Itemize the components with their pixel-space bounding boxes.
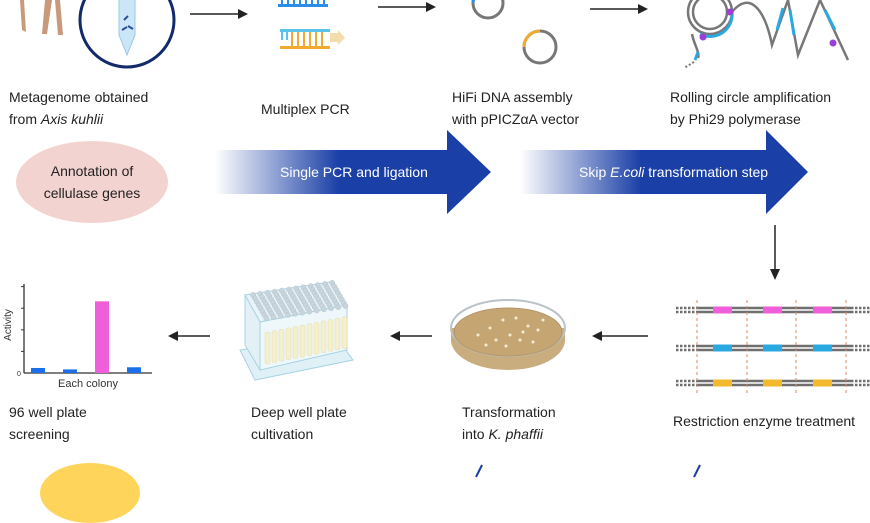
culture-tube — [327, 319, 334, 352]
step-deep-well-label: Deep well plate cultivation — [251, 401, 347, 445]
gene-insert — [813, 379, 832, 387]
metagenome-line1: Metagenome obtained — [9, 89, 149, 105]
gene-insert — [813, 306, 832, 314]
arrow2-suffix: transformation step — [644, 164, 769, 180]
host-species: K. phaffii — [488, 426, 543, 442]
culture-tube — [264, 331, 271, 365]
big-arrow-1-text: Single PCR and ligation — [280, 164, 428, 180]
well — [335, 304, 342, 310]
petri-dish-icon — [450, 299, 566, 370]
dna-strand-2 — [676, 344, 870, 352]
rca-line1: Rolling circle amplification — [670, 89, 832, 105]
culture-tube — [320, 320, 327, 354]
rca-line2: by Phi29 polymerase — [670, 111, 801, 127]
culture-tube — [334, 317, 341, 351]
culture-tube — [313, 321, 320, 355]
plasmid-icon — [471, 0, 558, 65]
bar-3 — [95, 301, 109, 373]
gene-insert — [813, 344, 832, 352]
culture-tube — [341, 316, 348, 349]
step-rca-label: Rolling circle amplification by Phi29 po… — [670, 86, 831, 130]
deep-well-line2: cultivation — [251, 426, 314, 442]
bar-2 — [63, 369, 77, 373]
well — [285, 311, 291, 318]
step-metagenome-label: Metagenome obtained from Axis kuhlii — [9, 86, 148, 130]
well — [292, 310, 298, 317]
step-hifi-label: HiFi DNA assembly with pPICZαA vector — [452, 86, 579, 130]
big-arrow-2 — [520, 130, 808, 214]
well — [313, 307, 320, 314]
dna-strand-1 — [676, 306, 870, 314]
deer-legs-icon — [20, 0, 63, 35]
screening-line1: 96 well plate — [9, 404, 87, 420]
step-screening-label: 96 well plate screening — [9, 401, 87, 445]
bar-1 — [31, 367, 45, 373]
restriction-dna-icon — [676, 300, 870, 395]
gene-insert — [763, 379, 782, 387]
step-transformation-label: Transformation into K. phaffii — [462, 401, 556, 445]
transformation-line1: Transformation — [462, 404, 556, 420]
culture-tube — [271, 330, 278, 363]
step-restriction-label: Restriction enzyme treatment — [673, 413, 856, 429]
species-name: Axis kuhlii — [40, 111, 104, 127]
metagenome-line2: from Axis kuhlii — [9, 108, 148, 130]
culture-tube — [292, 326, 299, 359]
arrow2-italic: E.coli — [610, 164, 645, 180]
gene-insert — [713, 306, 732, 314]
hifi-line1: HiFi DNA assembly — [452, 89, 573, 105]
well — [321, 306, 327, 313]
arrow2-prefix: Skip — [579, 164, 611, 180]
screening-line2: screening — [9, 426, 70, 442]
gene-insert — [713, 379, 732, 387]
culture-tube — [278, 328, 285, 362]
well — [342, 303, 349, 309]
culture-tube — [285, 327, 292, 361]
culture-tube — [299, 324, 306, 358]
annotation-ellipse: Annotation of cellulase genes — [16, 141, 168, 223]
metagenome-prefix: from — [9, 111, 41, 127]
x-axis-label: Each colony — [58, 378, 118, 390]
annotation-line1: Annotation of — [50, 163, 134, 179]
well — [263, 315, 270, 321]
well — [299, 309, 306, 316]
big-arrow-2-text: Skip E.coli transformation step — [579, 164, 768, 180]
activity-bar-chart: Activity 0 Each colony — [3, 284, 152, 390]
dna-strand-3 — [676, 379, 870, 387]
partial-arrow-tip-1 — [475, 464, 483, 478]
pcr-products-icon — [278, 0, 345, 49]
annotation-line2: cellulase genes — [43, 185, 141, 201]
well — [277, 313, 284, 319]
sun-shape — [40, 463, 140, 523]
transformation-prefix: into — [462, 426, 489, 442]
gene-insert — [713, 344, 732, 352]
well — [270, 314, 277, 320]
well — [306, 308, 313, 315]
bar-4 — [127, 367, 141, 373]
transformation-line2: into K. phaffii — [462, 423, 556, 445]
sample-tube-icon — [78, 0, 176, 69]
gene-insert — [763, 344, 782, 352]
hifi-line2: with pPICZαA vector — [452, 111, 580, 127]
gene-insert — [763, 306, 782, 314]
rolling-circle-icon — [683, 0, 850, 69]
well — [328, 305, 334, 312]
big-arrow-1 — [215, 130, 491, 214]
partial-arrow-tip-2 — [693, 464, 701, 478]
step-multiplex-pcr-label: Multiplex PCR — [261, 101, 350, 117]
y-axis-label: Activity — [3, 309, 14, 341]
deep-well-plate-icon — [239, 280, 354, 381]
deep-well-line1: Deep well plate — [251, 404, 347, 420]
culture-tube — [306, 323, 313, 356]
y-tick-0: 0 — [17, 371, 21, 378]
